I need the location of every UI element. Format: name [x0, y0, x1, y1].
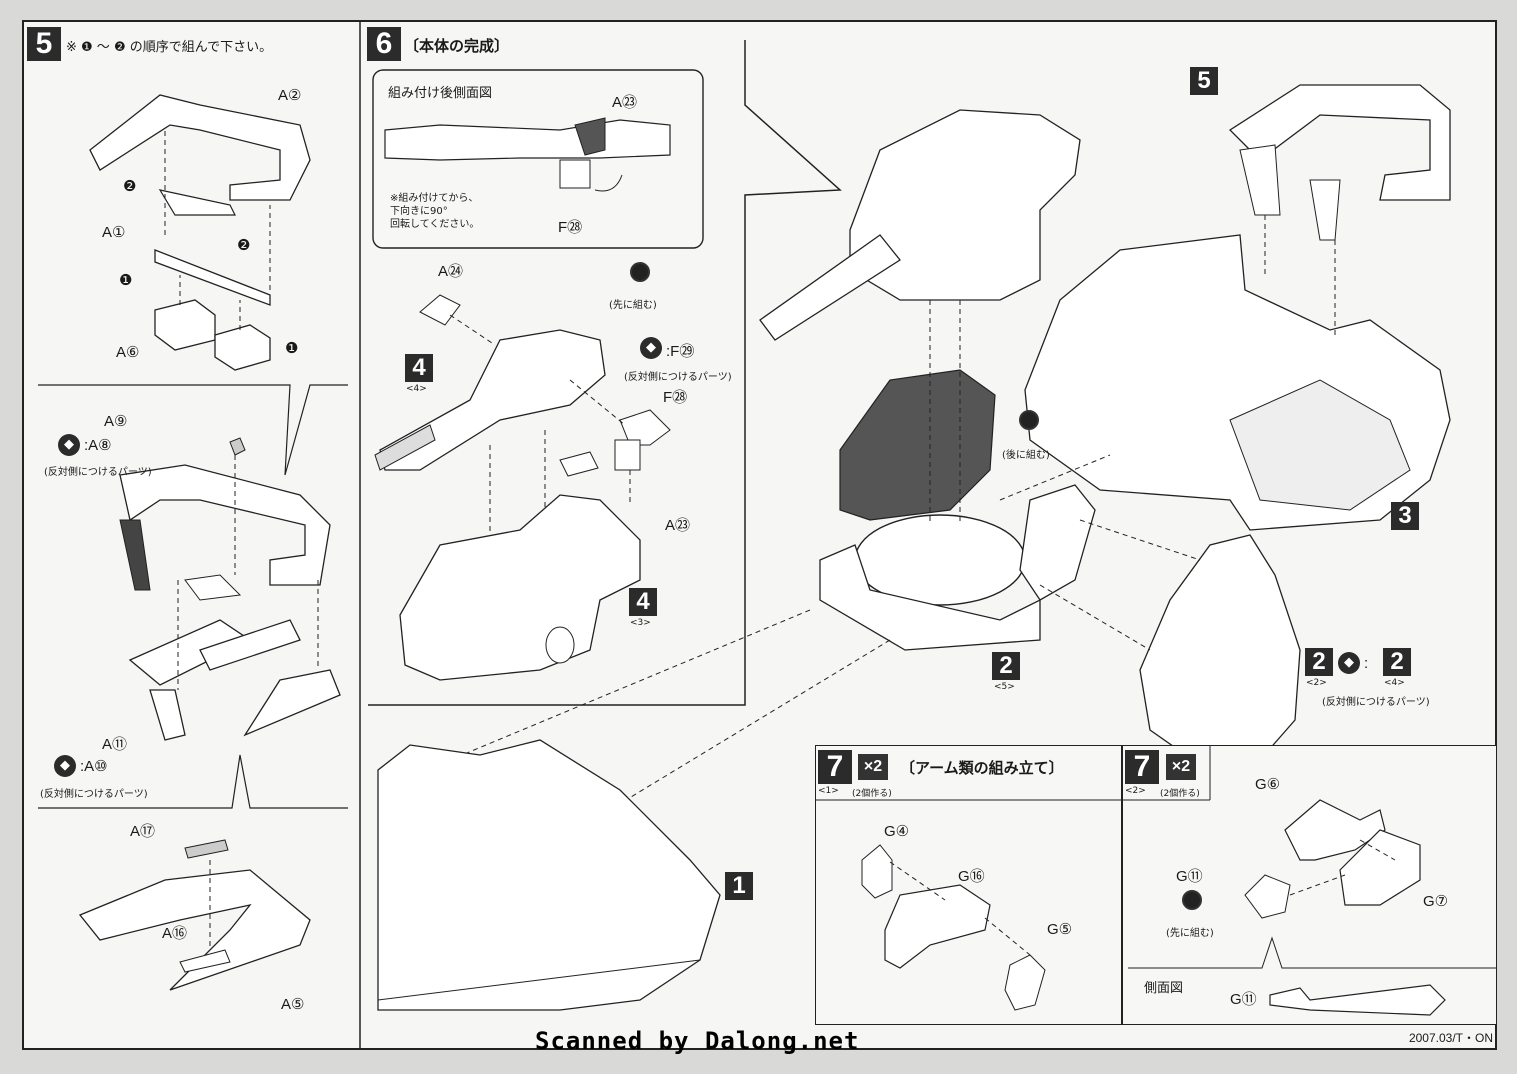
first-assemble-note: (先に組む) — [609, 300, 657, 311]
after-assemble-note: (後に組む) — [1002, 450, 1050, 461]
sub-step-4b-index: <3> — [630, 618, 651, 628]
step7-2-count: ×2 — [1166, 754, 1196, 780]
step7-2-count-note: (2個作る) — [1160, 789, 1200, 799]
step6-title: 〔本体の完成〕 — [404, 37, 510, 55]
step7-2-index: <2> — [1125, 786, 1146, 796]
opposite-note-1: (反対側につけるパーツ) — [44, 467, 152, 478]
label-a2: A② — [278, 87, 302, 104]
first-assemble-icon — [1182, 890, 1202, 910]
label-a11: A⑪ — [102, 736, 128, 753]
part-marker-5: 5 — [1190, 67, 1218, 95]
label-a16: A⑯ — [162, 925, 188, 942]
step7-2-number: 7 — [1125, 750, 1159, 784]
side-view-label: 側面図 — [1144, 981, 1184, 996]
label-g11: G⑪ — [1176, 868, 1203, 885]
part-marker-2c-index: <4> — [1384, 678, 1405, 688]
marker-2b: ❷ — [237, 237, 251, 254]
label-g11-side: G⑪ — [1230, 991, 1257, 1008]
label-a8: :A⑧ — [84, 437, 112, 454]
label-g16: G⑯ — [958, 868, 985, 885]
part-marker-2: 2 — [992, 652, 1020, 680]
mirror-icon: ◆ — [1338, 652, 1360, 674]
label-f29: :F㉙ — [666, 343, 695, 360]
inset-note: ※組み付けてから、 下向きに90° 回転してください。 — [390, 193, 480, 230]
after-assemble-icon — [1019, 410, 1039, 430]
step7-1-count: ×2 — [858, 754, 888, 780]
step5-number: 5 — [27, 27, 61, 61]
sub-step-4b: 4 — [629, 588, 657, 616]
sub-step-4a: 4 — [405, 354, 433, 382]
step7-1-count-note: (2個作る) — [852, 789, 892, 799]
step5-order-note: ※ ❶ ～ ❷ の順序で組んで下さい。 — [66, 40, 273, 55]
label-a23-inset: A㉓ — [612, 94, 638, 111]
label-a23: A㉓ — [665, 517, 691, 534]
opposite-note-main: (反対側につけるパーツ) — [1322, 697, 1430, 708]
label-g6: G⑥ — [1255, 776, 1281, 793]
part-marker-2-index: <5> — [994, 682, 1015, 692]
mirror-icon: ◆ — [54, 755, 76, 777]
label-g4: G④ — [884, 823, 910, 840]
scan-credit: Scanned by Dalong.net — [535, 1027, 860, 1055]
part-marker-2b: 2 — [1305, 648, 1333, 676]
step7-1-index: <1> — [818, 786, 839, 796]
label-f28: F㉘ — [663, 389, 688, 406]
step7-2-panel — [1122, 745, 1497, 1025]
part-marker-1: 1 — [725, 872, 753, 900]
sub-step-4a-index: <4> — [406, 384, 427, 394]
part-marker-2c: 2 — [1383, 648, 1411, 676]
step7-1-title: 〔アーム類の組み立て〕 — [900, 759, 1064, 777]
label-a17: A⑰ — [130, 823, 156, 840]
label-a24: A㉔ — [438, 263, 464, 280]
marker-2a: ❷ — [123, 178, 137, 195]
opposite-note-step6: (反対側につけるパーツ) — [624, 372, 732, 383]
label-a6: A⑥ — [116, 344, 140, 361]
mirror-icon: ◆ — [58, 434, 80, 456]
label-g7: G⑦ — [1423, 893, 1449, 910]
label-a10: :A⑩ — [80, 758, 108, 775]
first-assemble-icon — [630, 262, 650, 282]
marker-1a: ❶ — [119, 272, 133, 289]
step7-1-number: 7 — [818, 750, 852, 784]
part-marker-2b-index: <2> — [1306, 678, 1327, 688]
print-date: 2007.03/T・ON — [1408, 1031, 1493, 1045]
label-g5: G⑤ — [1047, 921, 1073, 938]
label-a9: A⑨ — [104, 413, 128, 430]
step6-number: 6 — [367, 27, 401, 61]
marker-1b: ❶ — [285, 340, 299, 357]
label-f28-inset: F㉘ — [558, 219, 583, 236]
mirror-icon: ◆ — [640, 337, 662, 359]
label-a1: A① — [102, 224, 126, 241]
inset-title: 組み付け後側面図 — [388, 86, 493, 101]
first-assemble-note-g: (先に組む) — [1166, 928, 1214, 939]
opposite-note-2: (反対側につけるパーツ) — [40, 789, 148, 800]
part-marker-3: 3 — [1391, 502, 1419, 530]
label-a5: A⑤ — [281, 996, 305, 1013]
